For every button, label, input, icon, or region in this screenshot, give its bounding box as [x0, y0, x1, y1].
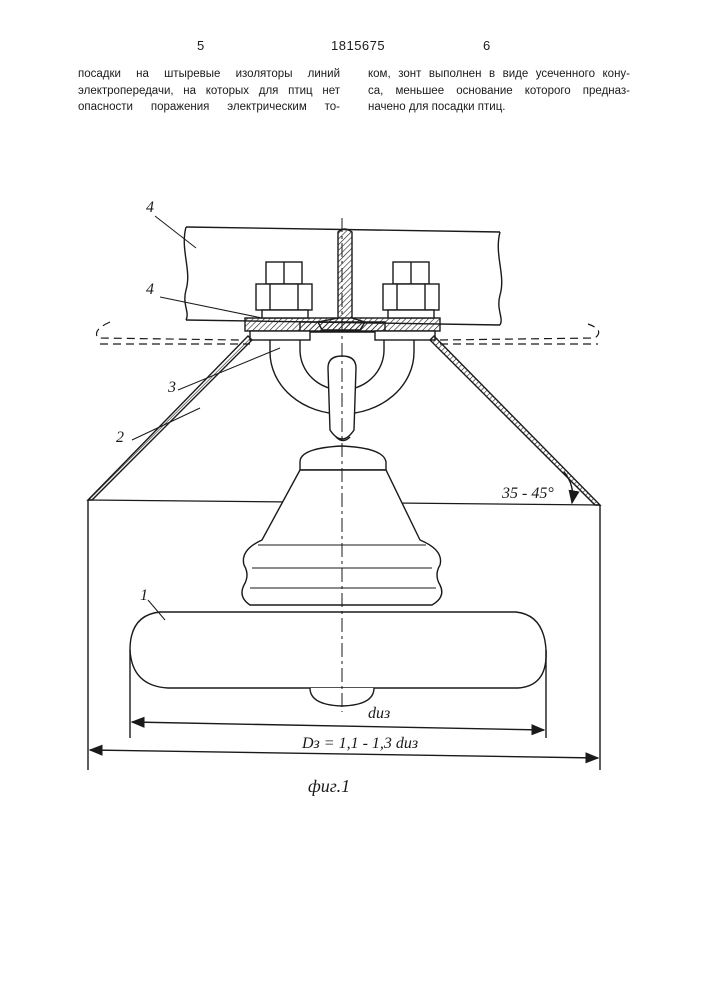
dimension-label-outer: Dз = 1,1 - 1,3 dиз [301, 735, 418, 752]
label-part-4-side: 4 [146, 281, 154, 298]
label-part-1: 1 [140, 587, 148, 604]
figure-caption: фиг.1 [308, 776, 350, 796]
label-part-4-top: 4 [146, 199, 154, 216]
dimension-line-inner [132, 722, 544, 730]
insulator-disc [130, 612, 546, 706]
label-part-3: 3 [167, 379, 176, 396]
bolt-nut-left [256, 262, 312, 318]
dimension-label-inner: dиз [368, 705, 390, 722]
bolt-nut-right [383, 262, 439, 318]
angle-label: 35 - 45° [501, 485, 554, 502]
label-part-2: 2 [116, 429, 124, 446]
